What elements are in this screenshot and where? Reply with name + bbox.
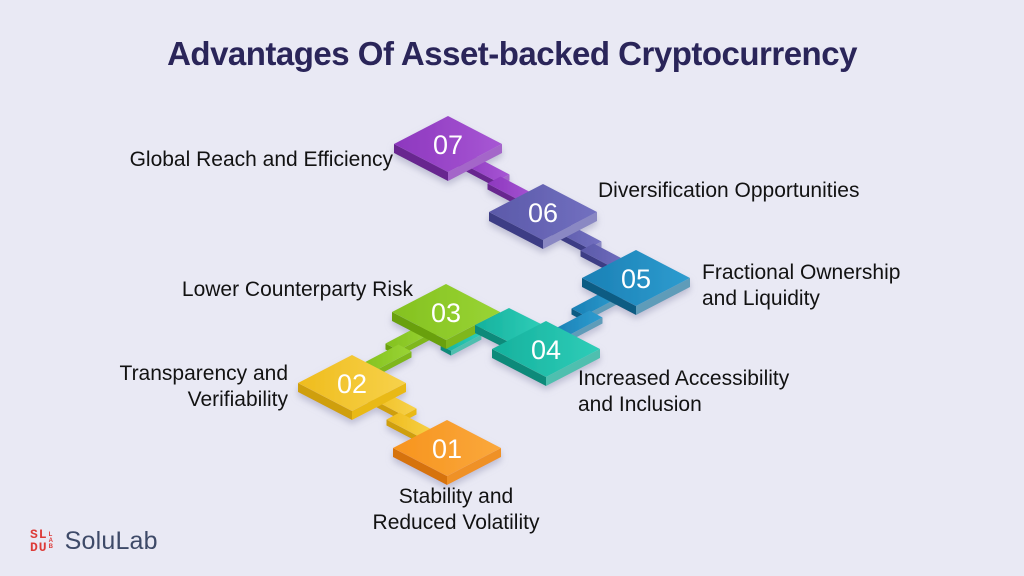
- step-02-number: 02: [337, 369, 367, 399]
- step-02-tile-side-right: [352, 383, 406, 420]
- step-06-number: 06: [528, 198, 558, 228]
- step-05-number: 05: [621, 264, 651, 294]
- step-06-tile-side-right: [543, 212, 597, 249]
- step-03-tile-side-left: [392, 312, 446, 349]
- step-04-tile-side-left: [492, 349, 546, 386]
- step-01-tile-side-right: [447, 448, 501, 485]
- step-03-label: Lower Counterparty Risk: [181, 278, 413, 301]
- step-04-tile-bump-side-left: [475, 325, 509, 350]
- connector-03-top: [360, 344, 412, 372]
- connector-03-side-right: [373, 351, 412, 378]
- solulab-logo: SL DU LAB SoluLab: [30, 523, 158, 559]
- step-06-label: Diversification Opportunities: [598, 179, 860, 202]
- step-06-tile-side-left: [489, 212, 543, 249]
- step-06-tile-top: [489, 184, 597, 240]
- step-04-label: Increased Accessibility and Inclusion: [578, 367, 790, 416]
- step-07-tile-side-left: [394, 144, 448, 181]
- step-07-tile-top: [394, 116, 502, 172]
- step-01-tile-top: [393, 420, 501, 476]
- step-05-tile-side-left: [582, 278, 636, 315]
- step-01-label: Stability and Reduced Volatility: [372, 485, 540, 534]
- step-03-number: 03: [431, 298, 461, 328]
- step-04-number: 04: [531, 335, 561, 365]
- step-05-tile-top: [582, 250, 690, 306]
- step-04-tile-top: [492, 321, 600, 377]
- step-01-number: 01: [432, 434, 462, 464]
- solulab-logo-icon: SL DU LAB: [30, 528, 56, 554]
- logo-icon-side: LAB: [48, 532, 53, 550]
- step-04-tile-side-right: [546, 349, 600, 386]
- step-02-tile-top: [298, 355, 406, 411]
- step-07-number: 07: [433, 130, 463, 160]
- connector-04-side-right: [451, 334, 482, 356]
- page-title: Advantages Of Asset-backed Cryptocurrenc…: [167, 35, 857, 72]
- step-07-tile-side-right: [448, 144, 502, 181]
- step-05-label: Fractional Ownership and Liquidity: [702, 261, 901, 310]
- step-03-tile-top: [392, 284, 500, 340]
- step-07-label: Global Reach and Efficiency: [129, 148, 393, 171]
- connector-04-side-left: [440, 345, 451, 356]
- logo-icon-row2: DU: [30, 540, 48, 555]
- step-01-tile-side-left: [393, 448, 447, 485]
- step-05-tile-side-right: [636, 278, 690, 315]
- logo-icon-row1: SL: [30, 527, 48, 542]
- step-02-tile-side-left: [298, 383, 352, 420]
- step-02-label: Transparency and Verifiability: [119, 362, 288, 411]
- solulab-brand-text: SoluLab: [64, 526, 158, 555]
